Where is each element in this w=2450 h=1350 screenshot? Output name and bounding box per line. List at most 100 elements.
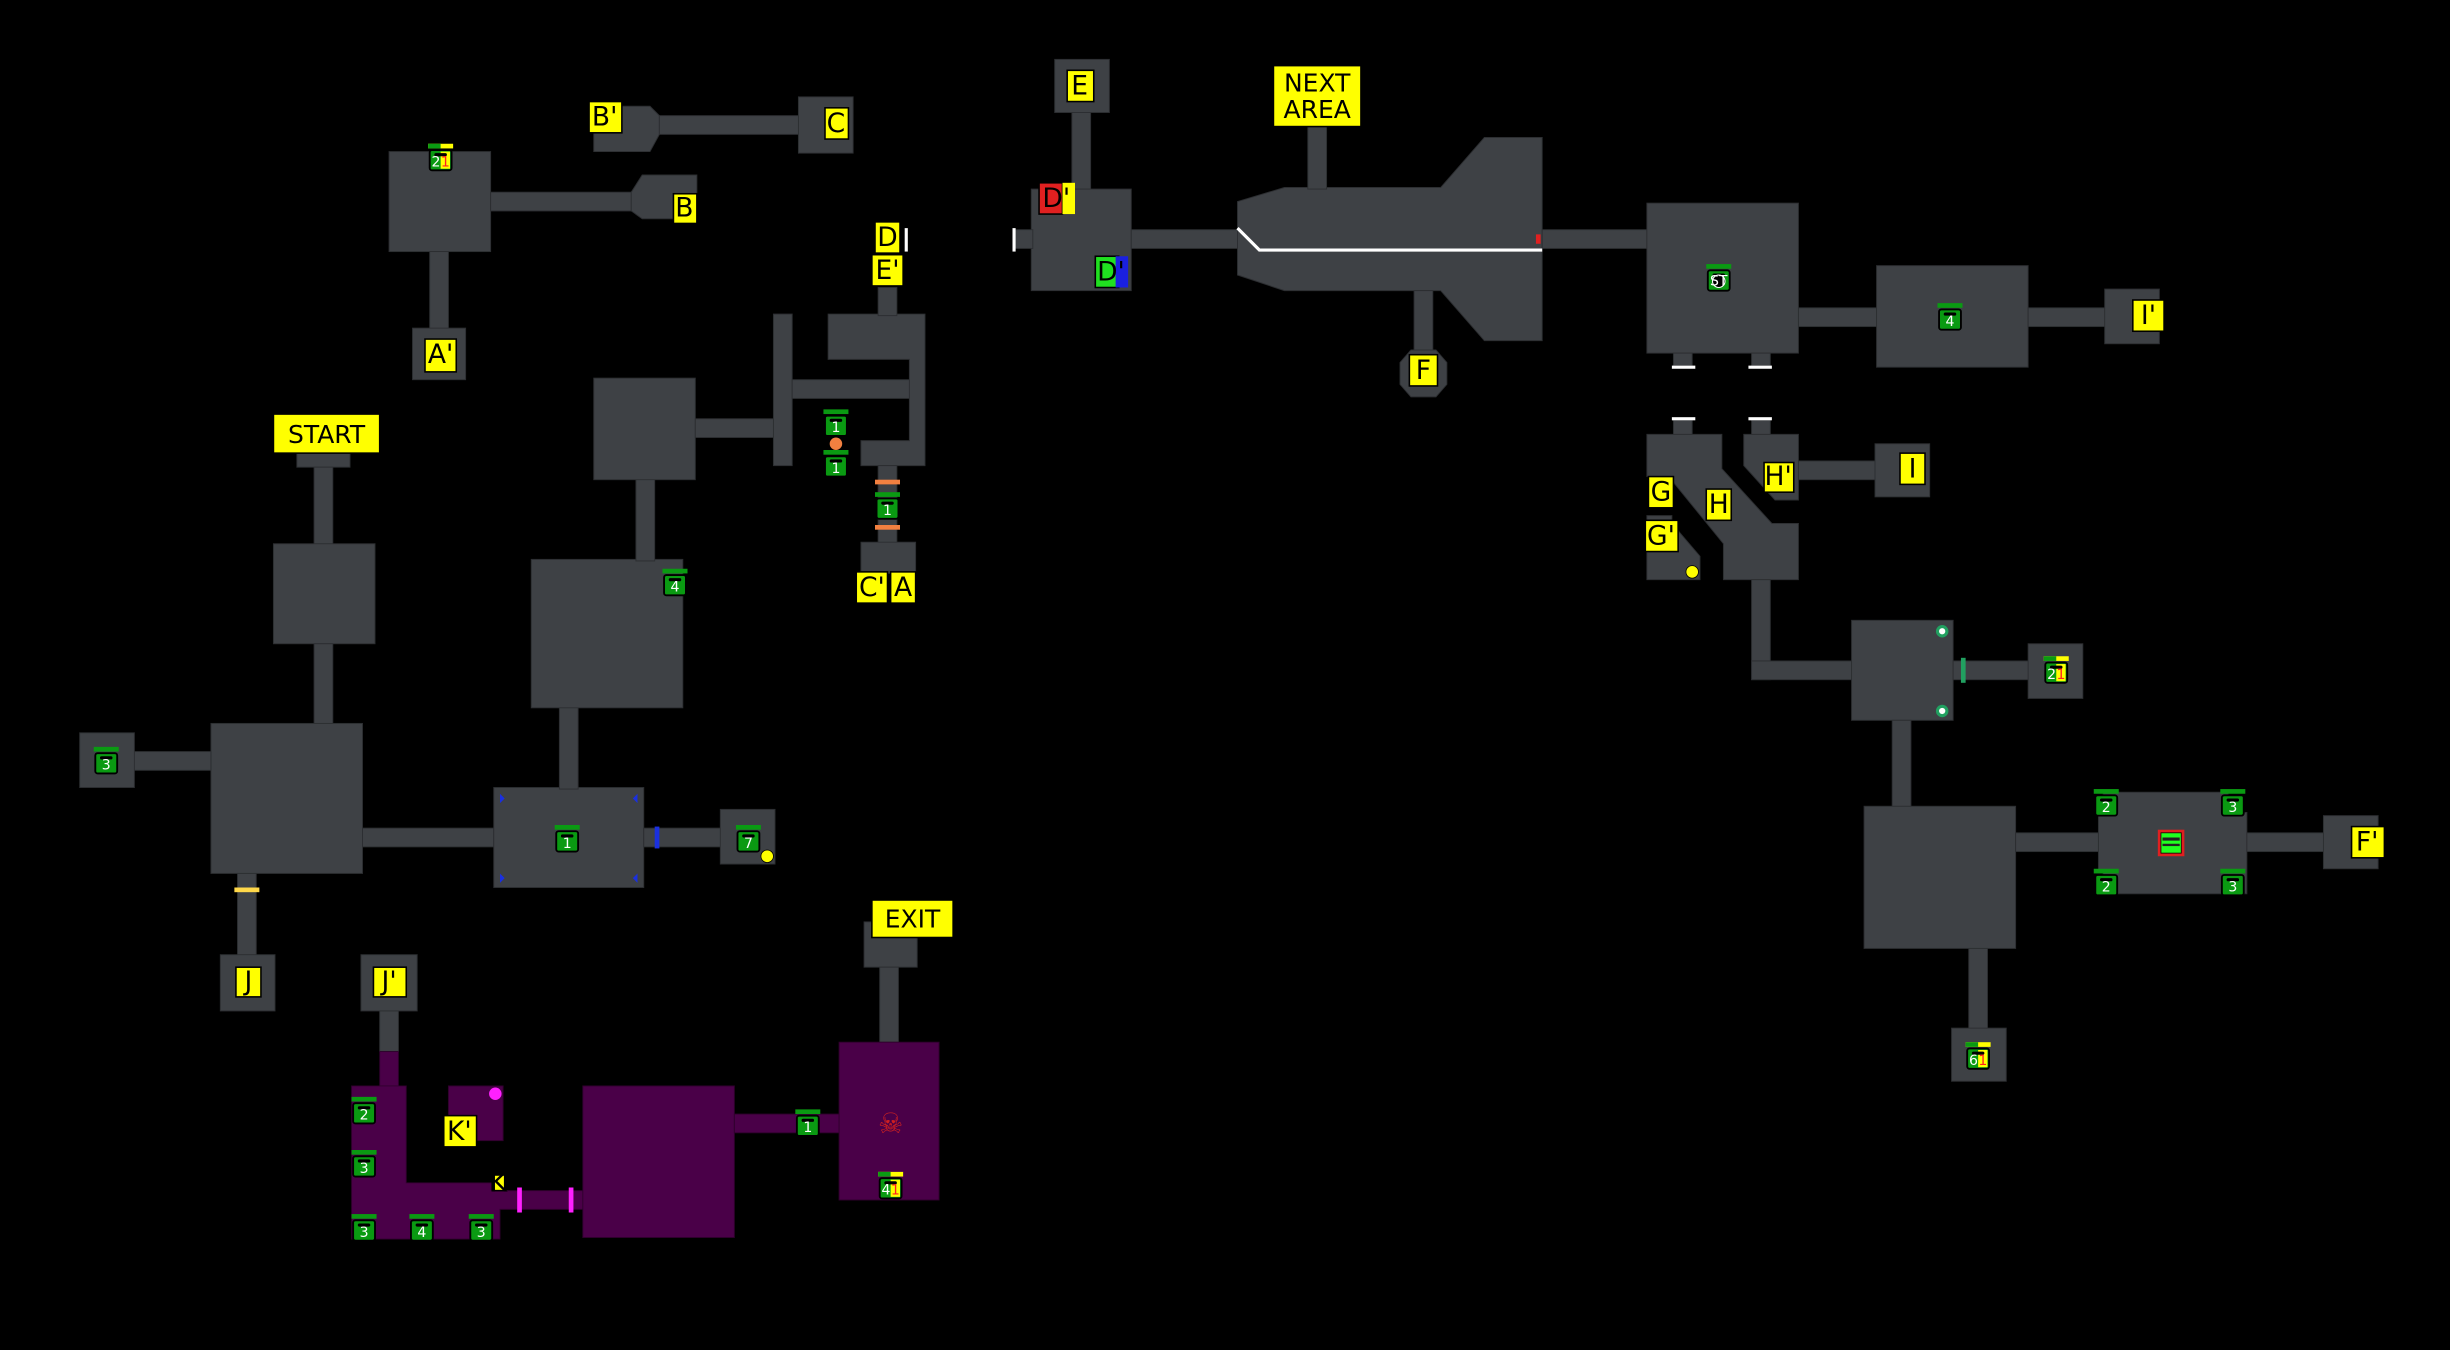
warp-label-k[interactable]: K: [490, 1167, 508, 1198]
chest-count: 3: [2228, 800, 2237, 816]
chest-icon[interactable]: 3: [2220, 789, 2246, 817]
door-magenta-1[interactable]: [517, 1187, 522, 1213]
chest-icon[interactable]: 4: [662, 568, 688, 597]
chest-icon[interactable]: 2: [2093, 868, 2119, 897]
door-white-st-2[interactable]: [1748, 365, 1772, 369]
warp-label-c[interactable]: C: [824, 107, 850, 140]
big-chest-icon[interactable]: [2157, 829, 2185, 857]
maze-mid-bar: [791, 379, 926, 399]
warp-label-g[interactable]: G: [1647, 475, 1675, 509]
start-label[interactable]: START: [272, 413, 381, 454]
eye-switch-icon[interactable]: [1935, 704, 1949, 718]
warp-label-b-prime[interactable]: B': [588, 100, 623, 134]
corridor-to-eye-room: [1751, 660, 1854, 681]
chest-count: 2: [2102, 880, 2111, 896]
chest-count: 4: [671, 580, 680, 596]
warp-label-j-prime[interactable]: J': [372, 966, 408, 998]
svg-text:G: G: [1651, 477, 1672, 508]
door-white-gh-2[interactable]: [1748, 417, 1772, 421]
warp-label-d-prime-green[interactable]: D': [1094, 255, 1129, 289]
corridor-start-2: [313, 643, 334, 726]
door-yellow-west[interactable]: [234, 887, 260, 893]
warp-label-d-prime-red[interactable]: D': [1038, 182, 1075, 215]
chest-icon[interactable]: 3: [351, 1150, 377, 1178]
chest-icon[interactable]: 3: [351, 1214, 377, 1242]
svg-text:K': K': [447, 1116, 472, 1147]
svg-text:A: A: [894, 572, 912, 603]
door-white-d[interactable]: [904, 228, 908, 252]
warp-label-g-prime[interactable]: G': [1644, 519, 1679, 553]
corridor-exit: [879, 966, 899, 1043]
warp-label-i-prime[interactable]: I': [2132, 299, 2165, 333]
door-orange-2[interactable]: [875, 525, 900, 530]
chest-icon[interactable]: 3: [93, 746, 119, 775]
warp-label-h-prime[interactable]: H': [1763, 461, 1795, 493]
warp-label-a-prime[interactable]: A': [424, 338, 458, 373]
yellow-orb-icon[interactable]: [760, 849, 774, 863]
door-white-st-1[interactable]: [1671, 365, 1696, 369]
door-orange-1[interactable]: [875, 479, 900, 485]
chest-icon[interactable]: 4: [409, 1214, 435, 1242]
svg-text:H: H: [1709, 489, 1729, 520]
door-red-hall[interactable]: [1535, 234, 1541, 244]
room-mid-top: [593, 377, 696, 481]
stopwatch-chest-icon[interactable]: ST: [1706, 264, 1732, 292]
corridor-to-b: [490, 191, 632, 212]
warp-label-e-prime[interactable]: E': [871, 253, 904, 287]
warp-label-e[interactable]: E: [1066, 69, 1095, 103]
gh-stub-right: [1751, 419, 1771, 437]
chest-extra-count: 1: [2056, 667, 2065, 683]
door-green-eye[interactable]: [1960, 657, 1966, 683]
chest-icon[interactable]: 4: [1937, 303, 1963, 331]
chest-icon[interactable]: 2: [2093, 789, 2119, 817]
chest-count: 3: [477, 1225, 486, 1241]
magenta-orb-icon[interactable]: [489, 1087, 502, 1101]
eye-switch-icon[interactable]: [1935, 625, 1949, 638]
door-white-gh-1[interactable]: [1671, 417, 1696, 421]
chest-count: 7: [744, 836, 753, 852]
svg-text:J': J': [379, 966, 396, 997]
warp-label-i[interactable]: I: [1899, 452, 1926, 486]
warp-label-f-prime[interactable]: F': [2350, 825, 2386, 859]
room-ca: [860, 541, 917, 574]
room-next-area-hall: [1237, 137, 1543, 342]
door-white-d-west[interactable]: [1012, 228, 1016, 252]
corridor-st-i: [1797, 307, 1879, 328]
next-area-label[interactable]: NEXT AREA: [1272, 64, 1362, 128]
warp-label-a[interactable]: A: [889, 571, 917, 604]
exit-label[interactable]: EXIT: [871, 899, 954, 939]
door-magenta-2[interactable]: [568, 1187, 574, 1213]
room-eye: [1851, 619, 1954, 721]
corridor-next-area: [1307, 126, 1328, 190]
chest-icon[interactable]: 2: [351, 1096, 377, 1125]
warp-label-d[interactable]: D: [874, 221, 901, 254]
chest-icon[interactable]: 1: [795, 1109, 821, 1137]
warp-label-k-prime[interactable]: K': [442, 1114, 478, 1148]
door-blue-hub[interactable]: [654, 826, 660, 849]
corridor-big-east-south: [1968, 947, 1988, 1031]
svg-text:A': A': [428, 339, 453, 370]
poison-area: [351, 1041, 940, 1240]
orange-orb-icon[interactable]: [829, 437, 843, 451]
chest-icon[interactable]: 3: [468, 1214, 494, 1242]
chest-icon[interactable]: 1: [823, 450, 849, 478]
chest-icon[interactable]: 7: [735, 825, 761, 853]
warp-label-f[interactable]: F: [1408, 353, 1439, 387]
warp-label-j[interactable]: J: [235, 966, 262, 998]
chest-icon[interactable]: 3: [2220, 868, 2246, 897]
corridor-to-j: [237, 872, 257, 957]
chest-icon[interactable]: 1: [823, 409, 849, 437]
warp-label-h[interactable]: H: [1705, 488, 1733, 522]
yellow-orb-icon[interactable]: [1685, 565, 1699, 579]
chest-icon[interactable]: 1: [875, 492, 900, 520]
warp-label-c-prime[interactable]: C': [855, 571, 889, 604]
chest-icon[interactable]: 1: [554, 825, 580, 853]
warp-label-b[interactable]: B: [672, 192, 698, 225]
corridor-hub-north: [558, 705, 579, 790]
